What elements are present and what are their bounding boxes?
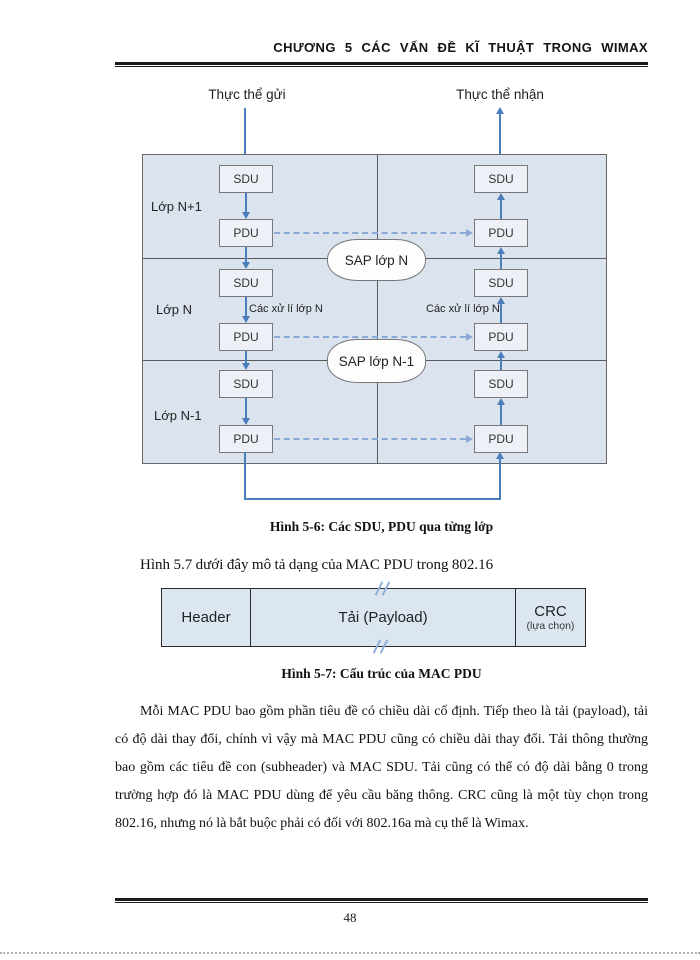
arrow-down-icon [242,418,250,425]
pdu-box: PDU [474,219,528,247]
header-rule [115,62,648,67]
layer-label-n-plus-1: Lớp N+1 [151,199,202,214]
process-label-right: Các xử lí lớp N [426,303,500,315]
sdu-box: SDU [474,269,528,297]
payload-cell: Tải (Payload) [251,581,515,654]
receiver-arrow-up-icon [496,107,504,114]
pdu-box: PDU [219,323,273,351]
arrow-line [245,247,247,262]
crc-cell: CRC (lựa chọn) [515,589,585,646]
footer-rule [115,898,648,903]
dashed-arrow-right-icon [466,229,473,237]
arrow-up-icon [497,398,505,405]
body-paragraph: Mỗi MAC PDU bao gồm phần tiêu đề có chiề… [115,704,648,831]
arrow-line [500,200,502,219]
receiver-arrow-line [499,114,501,164]
loop-right-line [499,459,501,498]
layer-label-n: Lớp N [156,302,192,317]
receiver-entity-label: Thực thể nhận [456,87,544,102]
figure-5-6-diagram: Thực thể gửi Thực thể nhận Lớp N+1 Lớp N… [142,85,608,505]
figure-5-6-caption: Hình 5-6: Các SDU, PDU qua từng lớp [269,519,494,534]
sap-layer-n: SAP lớp N [327,239,426,281]
figure-5-7-caption: Hình 5-7: Cấu trúc của MAC PDU [281,666,482,681]
arrow-up-icon [497,297,505,304]
break-mark-icon [381,581,391,596]
sdu-box: SDU [219,165,273,193]
loop-left-line [244,452,246,498]
pdu-box: PDU [219,425,273,453]
header-cell: Header [162,589,251,646]
arrow-down-icon [242,363,250,370]
crc-optional-label: (lựa chọn) [526,620,575,633]
pdu-box: PDU [219,219,273,247]
loop-arrow-up-icon [496,452,504,459]
dashed-arrow-right-icon [466,435,473,443]
layer-label-n-minus-1: Lớp N-1 [154,408,202,423]
pdu-box: PDU [474,323,528,351]
sender-arrow-line [244,108,246,157]
sdu-box: SDU [219,269,273,297]
arrow-up-icon [497,247,505,254]
arrow-line [500,254,502,269]
dashed-peer-arrow [274,438,466,440]
intro-text: Hình 5.7 dưới đây mô tả dạng của MAC PDU… [140,557,494,573]
arrow-down-icon [242,212,250,219]
arrow-up-icon [497,193,505,200]
dashed-peer-arrow [274,232,466,234]
chapter-header: CHƯƠNG 5 CÁC VẤN ĐỀ KĨ THUẬT TRONG WIMAX [273,40,648,55]
sdu-box: SDU [474,370,528,398]
sdu-box: SDU [219,370,273,398]
dashed-arrow-right-icon [466,333,473,341]
arrow-line [245,297,247,316]
sdu-box: SDU [474,165,528,193]
page-bottom-dotted-rule [0,952,700,954]
figure-5-7-mac-pdu: Header Tải (Payload) CRC (lựa chọn) [161,581,586,654]
dashed-peer-arrow [274,336,466,338]
sender-entity-label: Thực thể gửi [208,87,286,102]
arrow-up-icon [497,351,505,358]
arrow-line [245,398,247,418]
center-divider [377,155,378,463]
loop-bottom-line [244,498,501,500]
arrow-line [500,358,502,370]
arrow-line [245,351,247,363]
process-label-left: Các xử lí lớp N [249,303,323,315]
arrow-line [500,405,502,425]
sap-layer-n-1: SAP lớp N-1 [327,339,426,383]
pdu-box: PDU [474,425,528,453]
arrow-line [500,304,502,323]
arrow-down-icon [242,316,250,323]
layer-stack-box: Lớp N+1 Lớp N Lớp N-1 SDU PDU SDU PDU SD… [142,154,607,464]
page-number: 48 [343,910,357,925]
crc-label: CRC [534,602,567,620]
arrow-line [245,193,247,212]
break-mark-icon [379,639,389,654]
arrow-down-icon [242,262,250,269]
payload-label: Tải (Payload) [338,609,428,626]
